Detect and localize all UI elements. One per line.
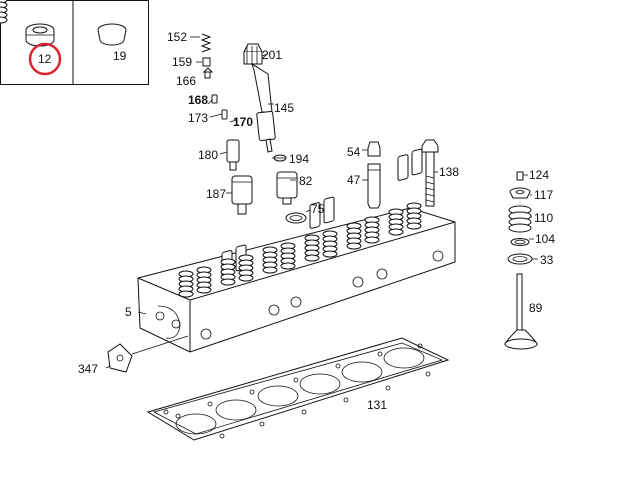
part-label-168[interactable]: 168: [188, 93, 208, 107]
part-label-33[interactable]: 33: [540, 253, 554, 267]
cylinder-head-bolt[interactable]: [421, 139, 439, 207]
legend-boxes: [0, 0, 149, 85]
seal-ring-icon[interactable]: [25, 23, 55, 47]
part-label-166[interactable]: 166: [176, 74, 196, 88]
part-label-138[interactable]: 138: [439, 165, 459, 179]
part-label-347[interactable]: 347: [78, 362, 98, 376]
part-label-194[interactable]: 194: [289, 152, 309, 166]
part-label-131[interactable]: 131: [367, 398, 387, 412]
seal-ring-75[interactable]: [285, 212, 307, 224]
part-label-187[interactable]: 187: [206, 187, 226, 201]
part-label-170[interactable]: 170: [233, 115, 253, 129]
valve-cup-icon[interactable]: [97, 23, 127, 46]
part-label-75[interactable]: 75: [311, 202, 325, 216]
head-valve-springs: [0, 0, 422, 298]
part-label-89[interactable]: 89: [529, 301, 543, 315]
valve-guide-parts[interactable]: [367, 141, 381, 209]
highlight-circle: [28, 42, 62, 76]
flange-347[interactable]: [107, 335, 189, 373]
part-label-5[interactable]: 5: [125, 305, 132, 319]
part-label-152[interactable]: 152: [167, 30, 187, 44]
injector-nozzle[interactable]: [243, 43, 276, 153]
head-gasket[interactable]: [146, 337, 450, 441]
part-label-19[interactable]: 19: [113, 49, 127, 63]
leader-lines: [105, 99, 538, 369]
part-label-104[interactable]: 104: [535, 232, 555, 246]
part-label-117[interactable]: 117: [534, 188, 553, 202]
nozzle-sleeve-82[interactable]: [276, 171, 298, 205]
part-label-145[interactable]: 145: [274, 101, 294, 115]
part-label-110[interactable]: 110: [534, 211, 553, 225]
injector-small-parts: [190, 33, 253, 215]
part-label-201[interactable]: 201: [262, 48, 282, 62]
part-label-54[interactable]: 54: [347, 145, 361, 159]
part-label-12[interactable]: 12: [38, 52, 52, 66]
part-label-173[interactable]: 173: [188, 111, 208, 125]
part-label-124[interactable]: 124: [529, 168, 549, 182]
valve-stack[interactable]: [504, 171, 538, 350]
part-label-180[interactable]: 180: [198, 148, 218, 162]
part-label-82[interactable]: 82: [299, 174, 313, 188]
part-label-159[interactable]: 159: [172, 55, 192, 69]
part-label-47[interactable]: 47: [347, 173, 361, 187]
